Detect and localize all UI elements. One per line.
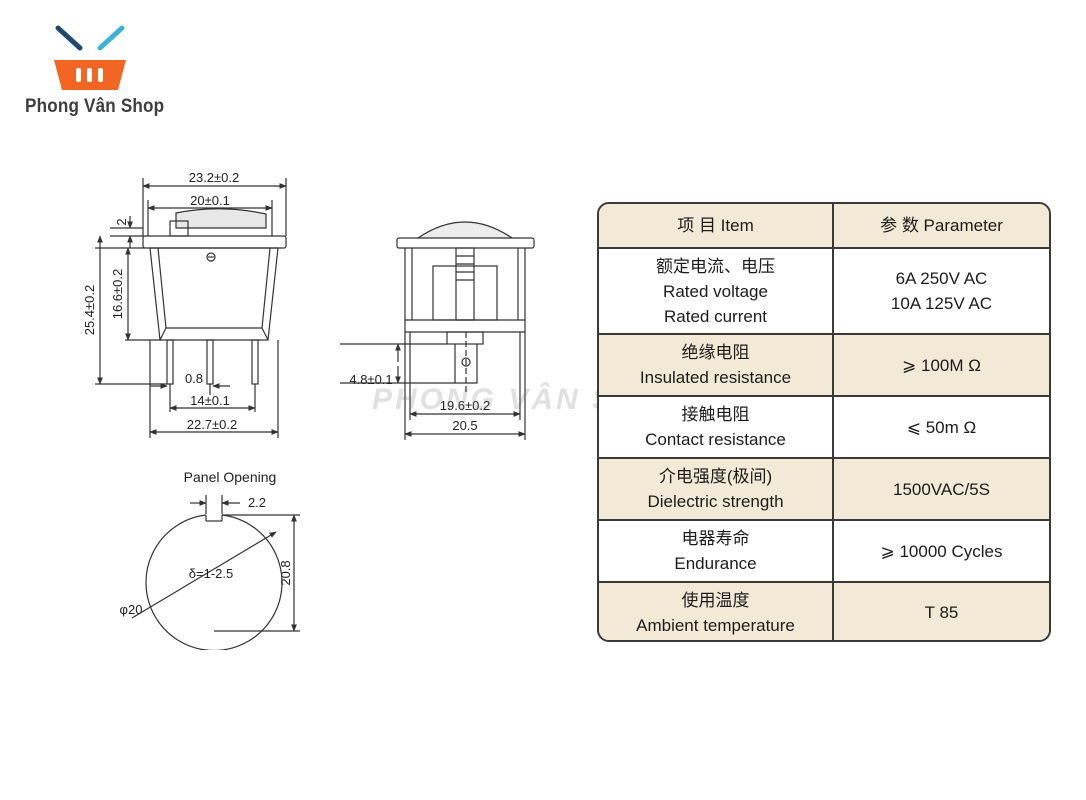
dim-body-height: 16.6±0.2	[110, 269, 125, 320]
switch-dimension-drawing: 23.2±0.2 20±0.1 2 25.4±0.2 16.6±0.2 0.8 …	[82, 170, 535, 650]
row-2-item-cn: 绝缘电阻	[681, 343, 750, 362]
table-row: 接触电阻 Contact resistance ⩽ 50m Ω	[599, 396, 1049, 459]
header-item: 项 目 Item	[599, 204, 834, 249]
row-1-item-cn: 额定电流、电压	[656, 256, 775, 276]
front-view	[95, 178, 287, 438]
dim-base-width: 22.7±0.2	[187, 417, 238, 432]
table-row: 使用温度 Ambient temperature T 85	[599, 582, 1049, 640]
logo-text: Phong Vân Shop	[25, 96, 165, 117]
dim-total-height: 25.4±0.2	[82, 285, 97, 336]
dim-body-width: 19.6±0.2	[440, 398, 491, 413]
side-view	[340, 221, 535, 440]
dim-pin-width: 0.8	[185, 371, 203, 386]
shop-logo[interactable]: Phong Vân Shop	[20, 22, 170, 126]
row-3-item-en: Contact resistance	[645, 430, 786, 449]
row-6-item-cn: 使用温度	[681, 590, 750, 610]
table-row: 介电强度(极间) Dielectric strength 1500VAC/5S	[599, 458, 1049, 521]
spec-table: 项 目 Item 参 数 Parameter 额定电流、电压 Rated vol…	[597, 202, 1051, 642]
dim-inner-width: 20±0.1	[190, 193, 230, 208]
row-1-item-en-1: Rated voltage	[663, 281, 768, 301]
dim-diameter: φ20	[120, 602, 143, 617]
row-1-value-2: 10A 125V AC	[890, 294, 993, 313]
panel-opening-title: Panel Opening	[184, 469, 277, 485]
dim-key-width: 2.2	[248, 495, 266, 510]
header-parameter: 参 数 Parameter	[833, 204, 1049, 249]
table-row: 绝缘电阻 Insulated resistance ⩾ 100M Ω	[599, 334, 1049, 397]
dim-overall-width: 23.2±0.2	[189, 170, 240, 185]
panel-opening-view	[131, 495, 300, 650]
row-4-value: 1500VAC/5S	[892, 479, 991, 499]
dim-rocker-height: 2	[114, 218, 129, 225]
row-6-value: T 85	[924, 603, 959, 622]
shopping-basket-icon	[54, 25, 126, 90]
table-row: 电器寿命 Endurance ⩾ 10000 Cycles	[599, 520, 1049, 583]
row-4-item-en: Dielectric strength	[647, 492, 784, 511]
row-4-item-cn: 介电强度(极间)	[658, 467, 773, 486]
dim-flange-width: 20.5	[452, 418, 477, 433]
row-5-value: ⩾ 10000 Cycles	[880, 541, 1003, 561]
dim-pin-length: 4.8±0.1	[349, 372, 392, 387]
dim-panel-height: 20.8	[278, 560, 293, 585]
dim-thickness: δ=1-2.5	[189, 566, 233, 581]
row-2-item-en: Insulated resistance	[639, 368, 792, 387]
table-row: 额定电流、电压 Rated voltage Rated current 6A 2…	[599, 248, 1049, 335]
row-1-item-en-2: Rated current	[664, 306, 767, 326]
row-3-item-cn: 接触电阻	[681, 405, 750, 424]
row-5-item-cn: 电器寿命	[681, 529, 750, 548]
row-1-value-1: 6A 250V AC	[895, 269, 988, 288]
row-6-item-en: Ambient temperature	[636, 615, 795, 635]
row-3-value: ⩽ 50m Ω	[906, 417, 977, 437]
row-2-value: ⩾ 100M Ω	[902, 355, 981, 375]
row-5-item-en: Endurance	[674, 554, 757, 573]
dim-pin-pitch: 14±0.1	[190, 393, 230, 408]
